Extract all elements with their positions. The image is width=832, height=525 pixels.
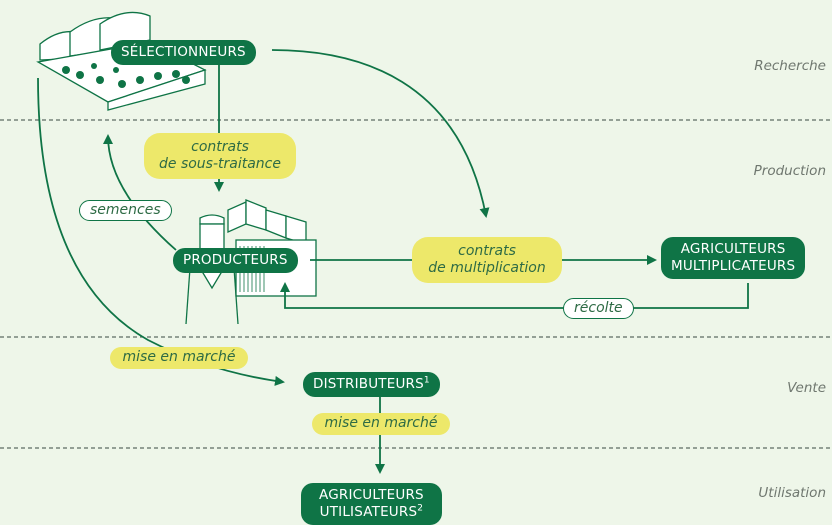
node-agriculteurs-multiplicateurs: AGRICULTEURS MULTIPLICATEURS	[661, 237, 806, 279]
zone-dividers	[0, 119, 832, 449]
node-agriculteurs-multiplicateurs-line-2: MULTIPLICATEURS	[671, 258, 796, 274]
label-contrats-multiplication-line-2: de multiplication	[428, 260, 546, 276]
label-mise-en-marche-utilisateurs: mise en marché	[312, 413, 450, 435]
label-contrats-sous-traitance-line-1: contrats	[191, 139, 249, 155]
label-semences: semences	[79, 200, 172, 221]
node-agriculteurs-utilisateurs-note: 2	[417, 503, 424, 514]
zone-label-vente: Vente	[787, 380, 826, 396]
connectors	[37, 49, 749, 474]
node-agriculteurs-utilisateurs-line-1: AGRICULTEURS	[319, 487, 424, 503]
node-agriculteurs-utilisateurs-line-2: UTILISATEURS2	[319, 504, 424, 521]
node-agriculteurs-multiplicateurs-line-1: AGRICULTEURS	[680, 241, 786, 257]
zone-label-utilisation: Utilisation	[758, 485, 826, 501]
zone-label-recherche: Recherche	[754, 58, 826, 74]
node-producteurs: PRODUCTEURS	[173, 248, 298, 273]
label-contrats-sous-traitance: contrats de sous-traitance	[144, 133, 296, 179]
arrow-semences	[103, 134, 177, 251]
label-recolte: récolte	[563, 298, 634, 319]
node-selectionneurs: SÉLECTIONNEURS	[111, 40, 256, 65]
arrow-selectionneurs-multiplicateurs	[271, 49, 490, 218]
label-contrats-sous-traitance-line-2: de sous-traitance	[159, 156, 281, 172]
label-contrats-multiplication-line-1: contrats	[458, 243, 516, 259]
label-mise-en-marche-distributeurs: mise en marché	[110, 347, 248, 369]
node-distributeurs-label: DISTRIBUTEURS	[313, 376, 424, 392]
node-distributeurs: DISTRIBUTEURS1	[303, 372, 440, 397]
zone-label-production: Production	[753, 163, 826, 179]
arrow-recolte	[280, 282, 749, 309]
node-distributeurs-note: 1	[423, 375, 430, 386]
arrow-mise-en-marche	[37, 77, 285, 386]
node-agriculteurs-utilisateurs-line-2-label: UTILISATEURS	[319, 504, 418, 520]
label-contrats-multiplication: contrats de multiplication	[412, 237, 562, 283]
node-agriculteurs-utilisateurs: AGRICULTEURS UTILISATEURS2	[301, 483, 442, 525]
